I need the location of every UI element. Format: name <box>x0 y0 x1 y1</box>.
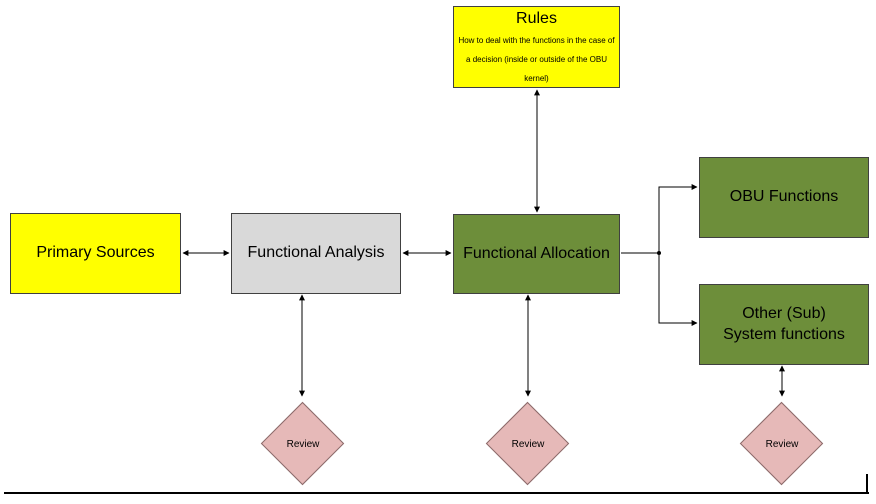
functional-analysis-box: Functional Analysis <box>231 213 401 294</box>
other-functions-line2: System functions <box>723 325 845 343</box>
functional-allocation-label: Functional Allocation <box>463 244 610 262</box>
primary-sources-label: Primary Sources <box>36 244 155 262</box>
obu-functions-label: OBU Functions <box>729 188 839 206</box>
arrow-branch-other <box>658 253 698 326</box>
functional-allocation-box: Functional Allocation <box>453 214 620 294</box>
review-label: Review <box>765 438 799 450</box>
review-diamond-allocation: Review <box>485 401 570 486</box>
functional-analysis-label: Functional Analysis <box>247 244 385 262</box>
primary-sources-box: Primary Sources <box>10 213 181 294</box>
other-functions-line1: Other (Sub) <box>742 304 826 322</box>
rules-description: How to deal with the functions in the ca… <box>458 35 615 83</box>
bottom-border-line <box>4 492 869 494</box>
other-system-functions-box: Other (Sub) System functions <box>699 284 869 365</box>
arrow-branch-obu <box>658 184 698 253</box>
rules-box: Rules How to deal with the functions in … <box>453 6 620 88</box>
review-diamond-analysis: Review <box>260 401 345 486</box>
bottom-border-tick <box>866 474 868 494</box>
review-label: Review <box>286 438 320 450</box>
rules-title: Rules <box>516 10 557 27</box>
obu-functions-box: OBU Functions <box>699 157 869 238</box>
review-label: Review <box>511 438 545 450</box>
review-diamond-other: Review <box>739 401 824 486</box>
